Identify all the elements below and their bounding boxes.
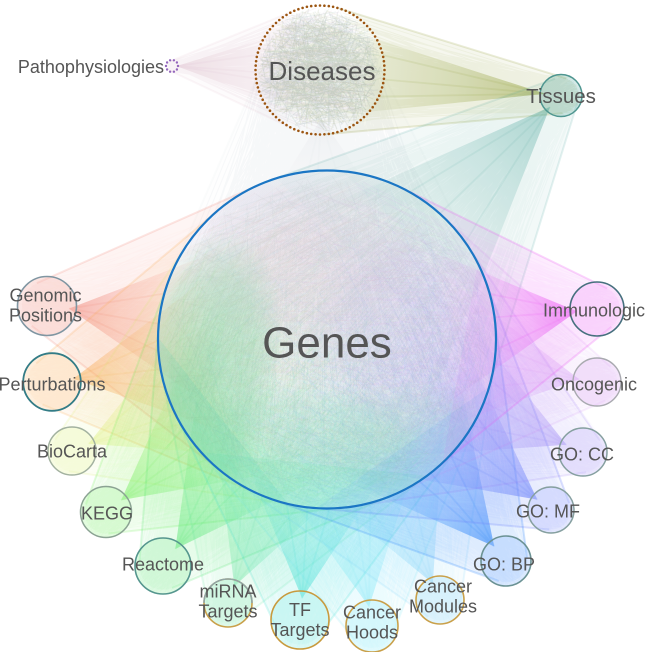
svg-text:Immunologic: Immunologic	[543, 300, 645, 320]
svg-text:Cancer: Cancer	[414, 576, 472, 596]
svg-text:Modules: Modules	[409, 596, 477, 616]
svg-text:GO: MF: GO: MF	[516, 501, 580, 521]
svg-text:Targets: Targets	[270, 620, 329, 640]
svg-text:BioCarta: BioCarta	[37, 441, 108, 461]
svg-text:Cancer: Cancer	[343, 602, 401, 622]
svg-text:Diseases: Diseases	[269, 56, 376, 86]
svg-text:miRNA: miRNA	[200, 581, 257, 601]
svg-text:Pathophysiologies: Pathophysiologies	[18, 57, 164, 77]
svg-text:GO: CC: GO: CC	[550, 444, 614, 464]
svg-text:Genes: Genes	[262, 318, 392, 367]
svg-text:Tissues: Tissues	[526, 85, 596, 108]
svg-text:KEGG: KEGG	[81, 503, 133, 523]
svg-text:Positions: Positions	[9, 305, 82, 325]
svg-text:TF: TF	[289, 600, 311, 620]
svg-text:Oncogenic: Oncogenic	[551, 374, 637, 394]
svg-text:Genomic: Genomic	[9, 285, 81, 305]
svg-text:Hoods: Hoods	[346, 622, 398, 642]
svg-text:Targets: Targets	[198, 601, 257, 621]
svg-text:GO: BP: GO: BP	[473, 554, 535, 574]
svg-text:Perturbations: Perturbations	[0, 374, 106, 394]
svg-text:Reactome: Reactome	[122, 554, 204, 574]
